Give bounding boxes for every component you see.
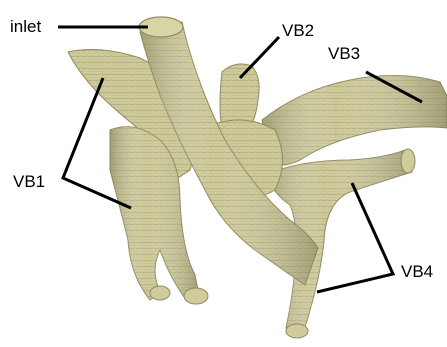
label-inlet: inlet <box>10 18 41 35</box>
label-vb1: VB1 <box>13 173 45 190</box>
leader-vb2 <box>240 37 279 78</box>
label-vb3: VB3 <box>328 45 360 62</box>
label-vb4: VB4 <box>401 263 433 280</box>
vessel-branch-vb3 <box>262 75 447 165</box>
label-vb2: VB2 <box>282 22 314 39</box>
